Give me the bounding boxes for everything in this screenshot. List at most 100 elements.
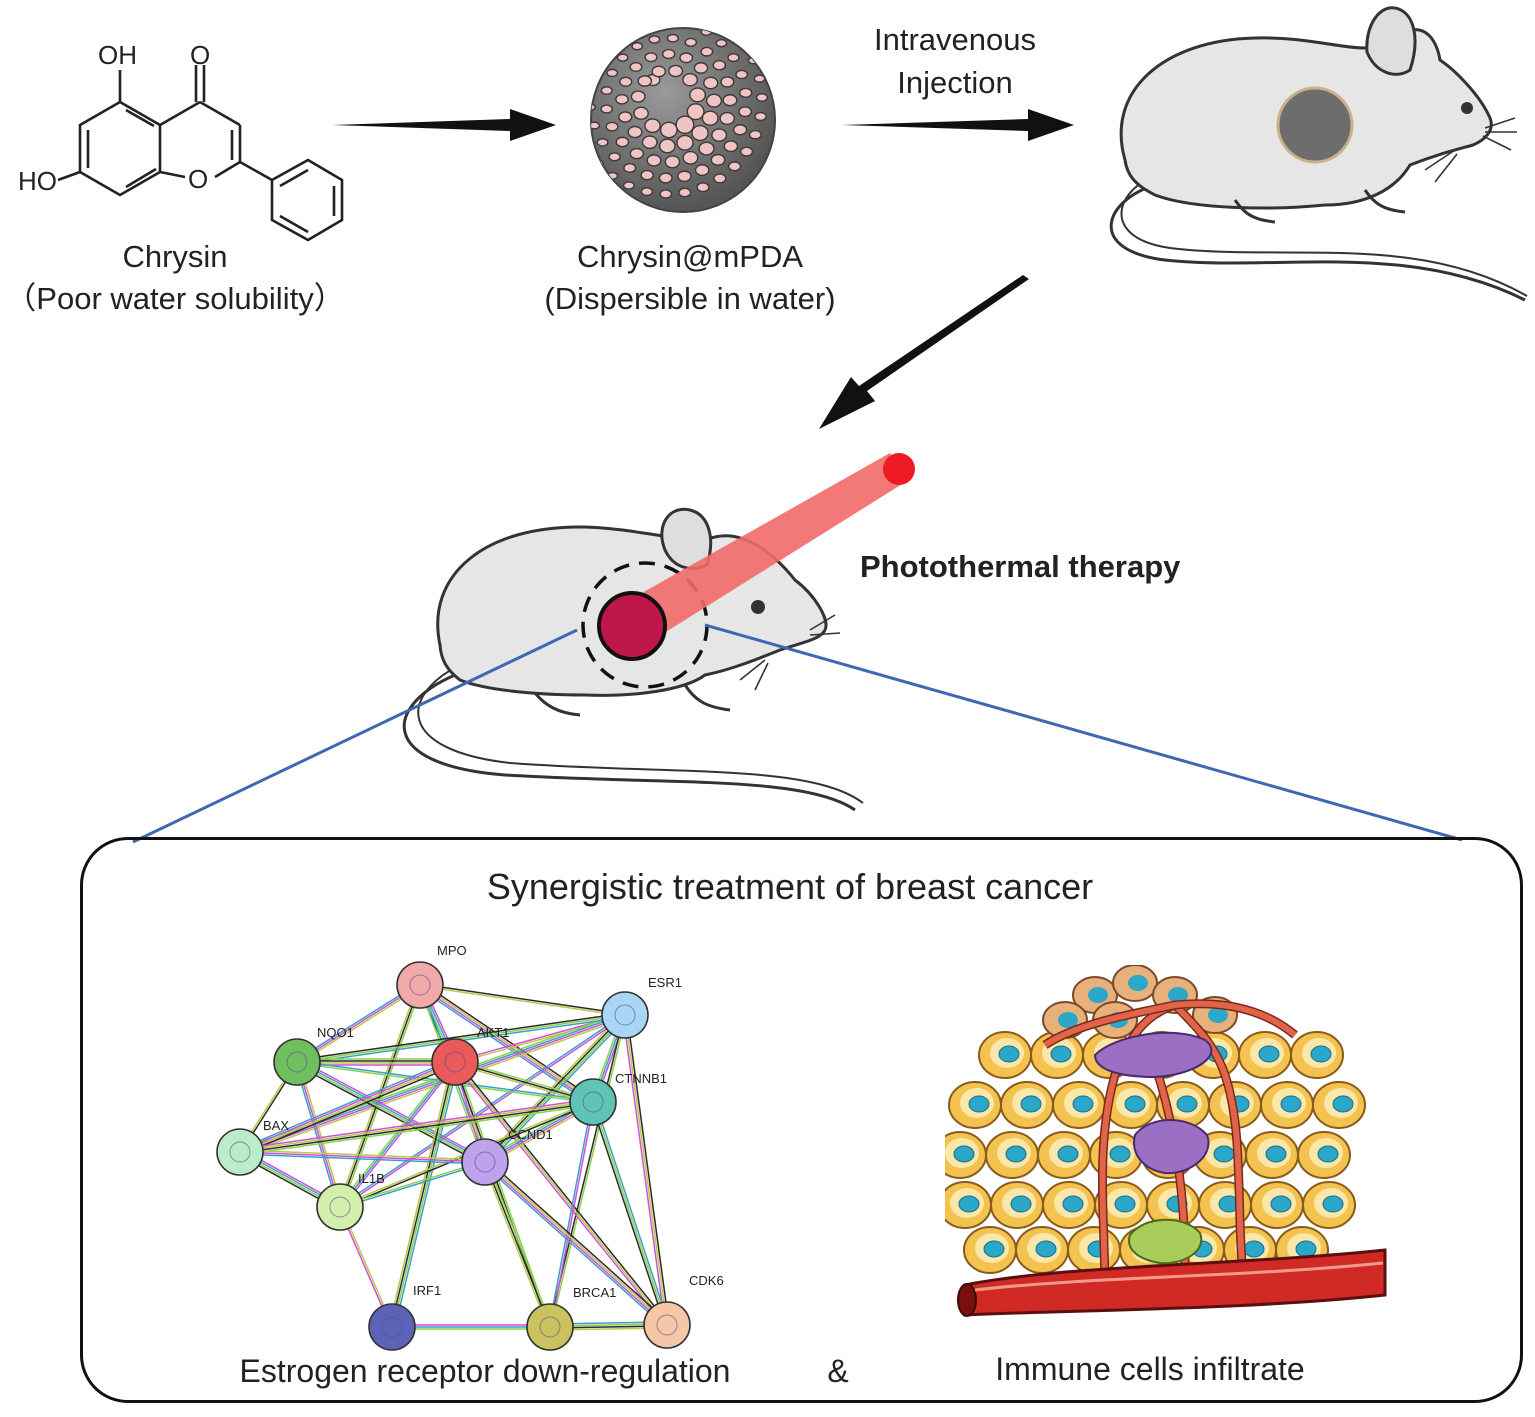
tumor-site: [1276, 86, 1354, 164]
network-edge: [394, 1062, 459, 1328]
network-edge: [296, 1061, 341, 1208]
network-edge: [452, 1062, 667, 1327]
network-edge: [240, 1062, 456, 1154]
injection-line1: Intravenous: [874, 22, 1036, 57]
network-edge: [341, 985, 423, 1208]
network-edge: [622, 1015, 666, 1326]
network-edge: [339, 1013, 625, 1207]
arrow-chrysin-to-nanoparticle: [332, 109, 556, 141]
blood-vessel: [1172, 1002, 1248, 1296]
network-edge: [238, 1058, 455, 1150]
network-label-ccnd1: CCND1: [508, 1127, 553, 1142]
network-node-ctnnb1: [569, 1078, 617, 1126]
network-edge: [590, 1102, 666, 1326]
network-edge: [296, 1062, 485, 1164]
network-edge: [550, 1015, 627, 1328]
network-edge: [296, 984, 421, 1063]
network-edge: [339, 1160, 485, 1207]
network-edge: [239, 1153, 485, 1165]
network-edge: [340, 1162, 486, 1209]
network-edge: [624, 1014, 668, 1326]
network-edge: [550, 1102, 595, 1328]
network-edge: [295, 982, 420, 1061]
network-label-ctnnb1: CTNNB1: [615, 1071, 667, 1086]
network-edge: [298, 1058, 487, 1161]
network-edge: [296, 1012, 625, 1061]
network-label-irf1: IRF1: [413, 1283, 441, 1298]
network-node-irf1: [368, 1303, 416, 1351]
network-label-cdk6: CDK6: [689, 1273, 724, 1288]
network-label-il1b: IL1B: [358, 1171, 385, 1186]
network-edge: [486, 1016, 628, 1165]
nanoparticle-name: Chrysin@mPDA: [576, 239, 804, 274]
network-edge: [454, 1061, 594, 1103]
treatment-panel: [80, 837, 1523, 1403]
network-edge: [455, 1059, 594, 1101]
network-edge: [239, 1060, 455, 1152]
network-node-cdk6: [643, 1301, 691, 1349]
network-edge: [239, 1151, 486, 1163]
network-label-mpo: MPO: [437, 943, 467, 958]
network-edge: [295, 1063, 484, 1166]
network-edge: [340, 1062, 458, 1209]
network-edge: [548, 1101, 593, 1327]
blood-vessel: [1099, 1002, 1176, 1296]
network-edge: [294, 1062, 339, 1208]
therapy-label: Photothermal therapy: [860, 549, 1181, 584]
atom-o-keto: O: [190, 40, 210, 70]
network-node-esr1: [601, 991, 649, 1039]
arrow-to-therapy: [819, 275, 1029, 429]
network-label-bax: BAX: [263, 1118, 289, 1133]
network-edge: [594, 1101, 670, 1325]
network-edge: [240, 1102, 594, 1154]
zoom-lines: [132, 623, 1463, 844]
network-edge: [486, 1159, 670, 1324]
network-node-nqo1: [273, 1038, 321, 1086]
network-edge: [485, 1160, 669, 1325]
network-edge: [392, 1062, 457, 1328]
immune-cell: [1128, 1218, 1203, 1265]
network-node-il1b: [316, 1183, 364, 1231]
network-label-esr1: ESR1: [648, 975, 682, 990]
mouse-injected: [1109, 6, 1528, 302]
network-edge: [482, 1162, 549, 1329]
network-edge: [454, 1063, 593, 1105]
network-edge: [482, 1012, 624, 1161]
network-node-brca1: [526, 1303, 574, 1351]
network-edge: [240, 1015, 626, 1154]
network-edge: [340, 1015, 626, 1209]
network-node-akt1: [431, 1038, 479, 1086]
blood-vessel: [1043, 1000, 1297, 1048]
injection-line2: Injection: [897, 65, 1013, 100]
left-caption: Estrogen receptor down-regulation: [239, 1353, 731, 1389]
network-edge: [388, 1061, 453, 1327]
network-edge: [420, 983, 626, 1015]
panel-title: Synergistic treatment of breast cancer: [486, 866, 1094, 907]
chrysin-name: Chrysin: [122, 239, 228, 274]
chrysin-note: （Poor water solubility）: [5, 281, 345, 316]
network-edge: [484, 1161, 551, 1328]
chrysin-structure: OH O HO O: [18, 40, 344, 242]
immune-cell: [1093, 1031, 1213, 1079]
network-edge: [297, 986, 422, 1065]
network-edge: [298, 1061, 343, 1207]
network-node-ccnd1: [461, 1138, 509, 1186]
tumor-heated: [597, 591, 667, 661]
network-edge: [296, 1014, 626, 1063]
network-edge: [483, 1162, 667, 1327]
mouse-therapy: [402, 453, 915, 812]
main-vessel: [963, 1248, 1387, 1317]
right-caption: Immune cells infiltrate: [995, 1351, 1305, 1387]
network-edge: [419, 985, 625, 1017]
tumor-microenvironment-illustration: [945, 965, 1387, 1317]
network-edge: [239, 1100, 593, 1152]
network-edge: [486, 1160, 553, 1327]
network-node-bax: [216, 1128, 264, 1176]
network-edge: [239, 1098, 593, 1150]
network-edge: [482, 1163, 666, 1328]
arrow-injection: [842, 109, 1074, 141]
nanoparticle-note: (Dispersible in water): [544, 281, 836, 316]
network-edge: [339, 1061, 456, 1208]
network-edge: [240, 1064, 457, 1156]
